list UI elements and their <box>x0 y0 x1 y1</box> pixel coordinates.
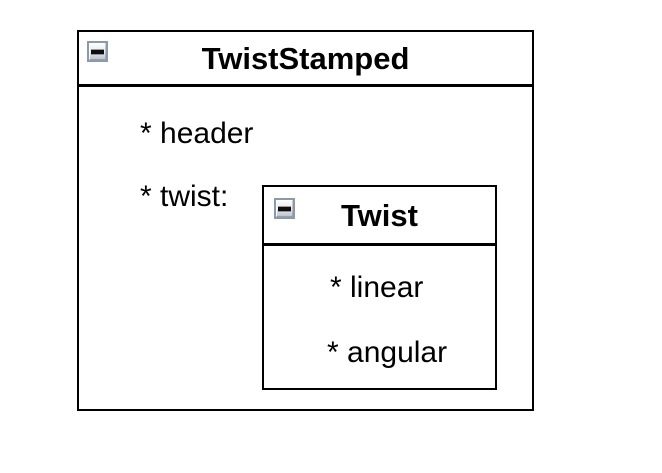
twiststamped-header: TwistStamped <box>79 32 532 87</box>
twist-title: Twist <box>341 197 418 233</box>
twiststamped-box: TwistStamped * header * twist: Twist * l… <box>77 30 534 411</box>
twist-box: Twist * linear * angular <box>262 185 497 390</box>
twist-body: * linear * angular <box>264 246 495 385</box>
field-angular: * angular <box>327 336 448 369</box>
twiststamped-title: TwistStamped <box>201 40 410 76</box>
field-twist: * twist: <box>140 180 229 213</box>
field-header: * header <box>140 117 254 150</box>
twiststamped-body: * header * twist: Twist * linear * angul… <box>79 87 532 406</box>
twist-header: Twist <box>264 187 495 246</box>
twiststamped-collapse-button[interactable] <box>87 41 108 62</box>
twist-collapse-button[interactable] <box>274 198 295 219</box>
minus-icon <box>91 49 104 54</box>
field-linear: * linear <box>330 271 424 304</box>
minus-icon <box>278 206 291 211</box>
